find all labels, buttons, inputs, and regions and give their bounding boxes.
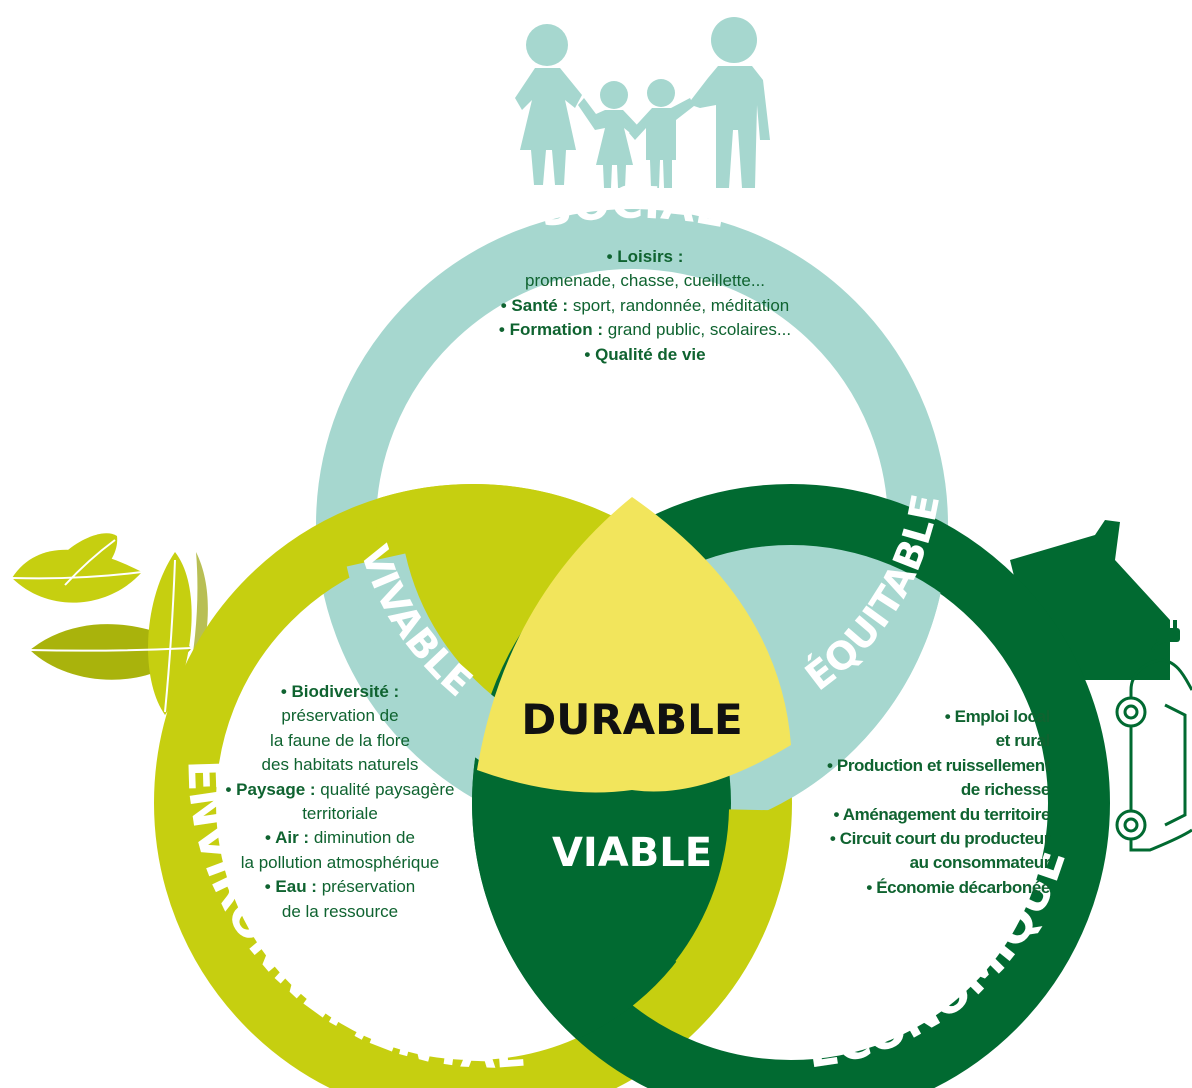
- environmental-ring-front: [675, 808, 791, 999]
- social-ring-front: [346, 552, 524, 769]
- social-ring-title: SOCIAL: [536, 178, 729, 238]
- social-qualite-label: • Qualité de vie: [584, 344, 706, 364]
- env-paysage-line2: territoriale: [302, 804, 378, 824]
- env-paysage-label: • Paysage :: [225, 779, 316, 799]
- social-loisirs-text: promenade, chasse, cueillette...: [524, 271, 766, 291]
- eco-line-4: de richesse: [960, 780, 1051, 800]
- env-biodiv-label: • Biodiversité :: [280, 682, 400, 701]
- durable-label: DURABLE: [521, 695, 742, 744]
- economic-list: • Emploi local et rural • Production et …: [760, 705, 1050, 900]
- eco-line-6: • Circuit court du producteur: [829, 829, 1050, 849]
- leaves-icon: [11, 533, 208, 715]
- eco-line-8: • Économie décarbonée: [866, 877, 1050, 897]
- env-air-text: diminution de: [309, 828, 415, 848]
- env-biodiv-line2: la faune de la flore: [270, 730, 410, 750]
- env-eau-text: préservation: [316, 877, 416, 897]
- env-eau-label: • Eau :: [264, 877, 317, 897]
- social-list: • Loisirs : promenade, chasse, cueillett…: [430, 245, 860, 367]
- durable-center: [477, 497, 791, 793]
- env-biodiv-line1: préservation de: [281, 706, 399, 726]
- env-paysage-text: qualité paysagère: [315, 779, 455, 799]
- env-air-line2: la pollution atmosphérique: [240, 852, 440, 872]
- equitable-overlap: [533, 545, 948, 841]
- social-sante-text: sport, randonnée, méditation: [568, 295, 790, 315]
- environmental-list: • Biodiversité : préservation de la faun…: [180, 680, 500, 924]
- eco-line-7: au consommateur: [909, 853, 1051, 873]
- social-sante-label: • Santé :: [500, 295, 569, 315]
- viable-label: VIABLE: [552, 830, 712, 876]
- env-biodiv-line3: des habitats naturels: [261, 755, 419, 775]
- env-eau-line2: de la ressource: [281, 901, 399, 921]
- eco-line-2: et rural: [995, 731, 1051, 751]
- social-formation-text: grand public, scolaires...: [603, 320, 792, 340]
- eco-line-3: • Production et ruissellement: [827, 755, 1050, 775]
- family-icon: [515, 17, 770, 188]
- social-loisirs-label: • Loisirs :: [606, 247, 684, 266]
- social-formation-label: • Formation :: [498, 320, 604, 340]
- eco-line-1: • Emploi local: [944, 707, 1051, 726]
- electric-car-icon: [1115, 620, 1192, 852]
- eco-line-5: • Aménagement du territoire: [833, 804, 1050, 824]
- env-air-label: • Air :: [265, 828, 310, 848]
